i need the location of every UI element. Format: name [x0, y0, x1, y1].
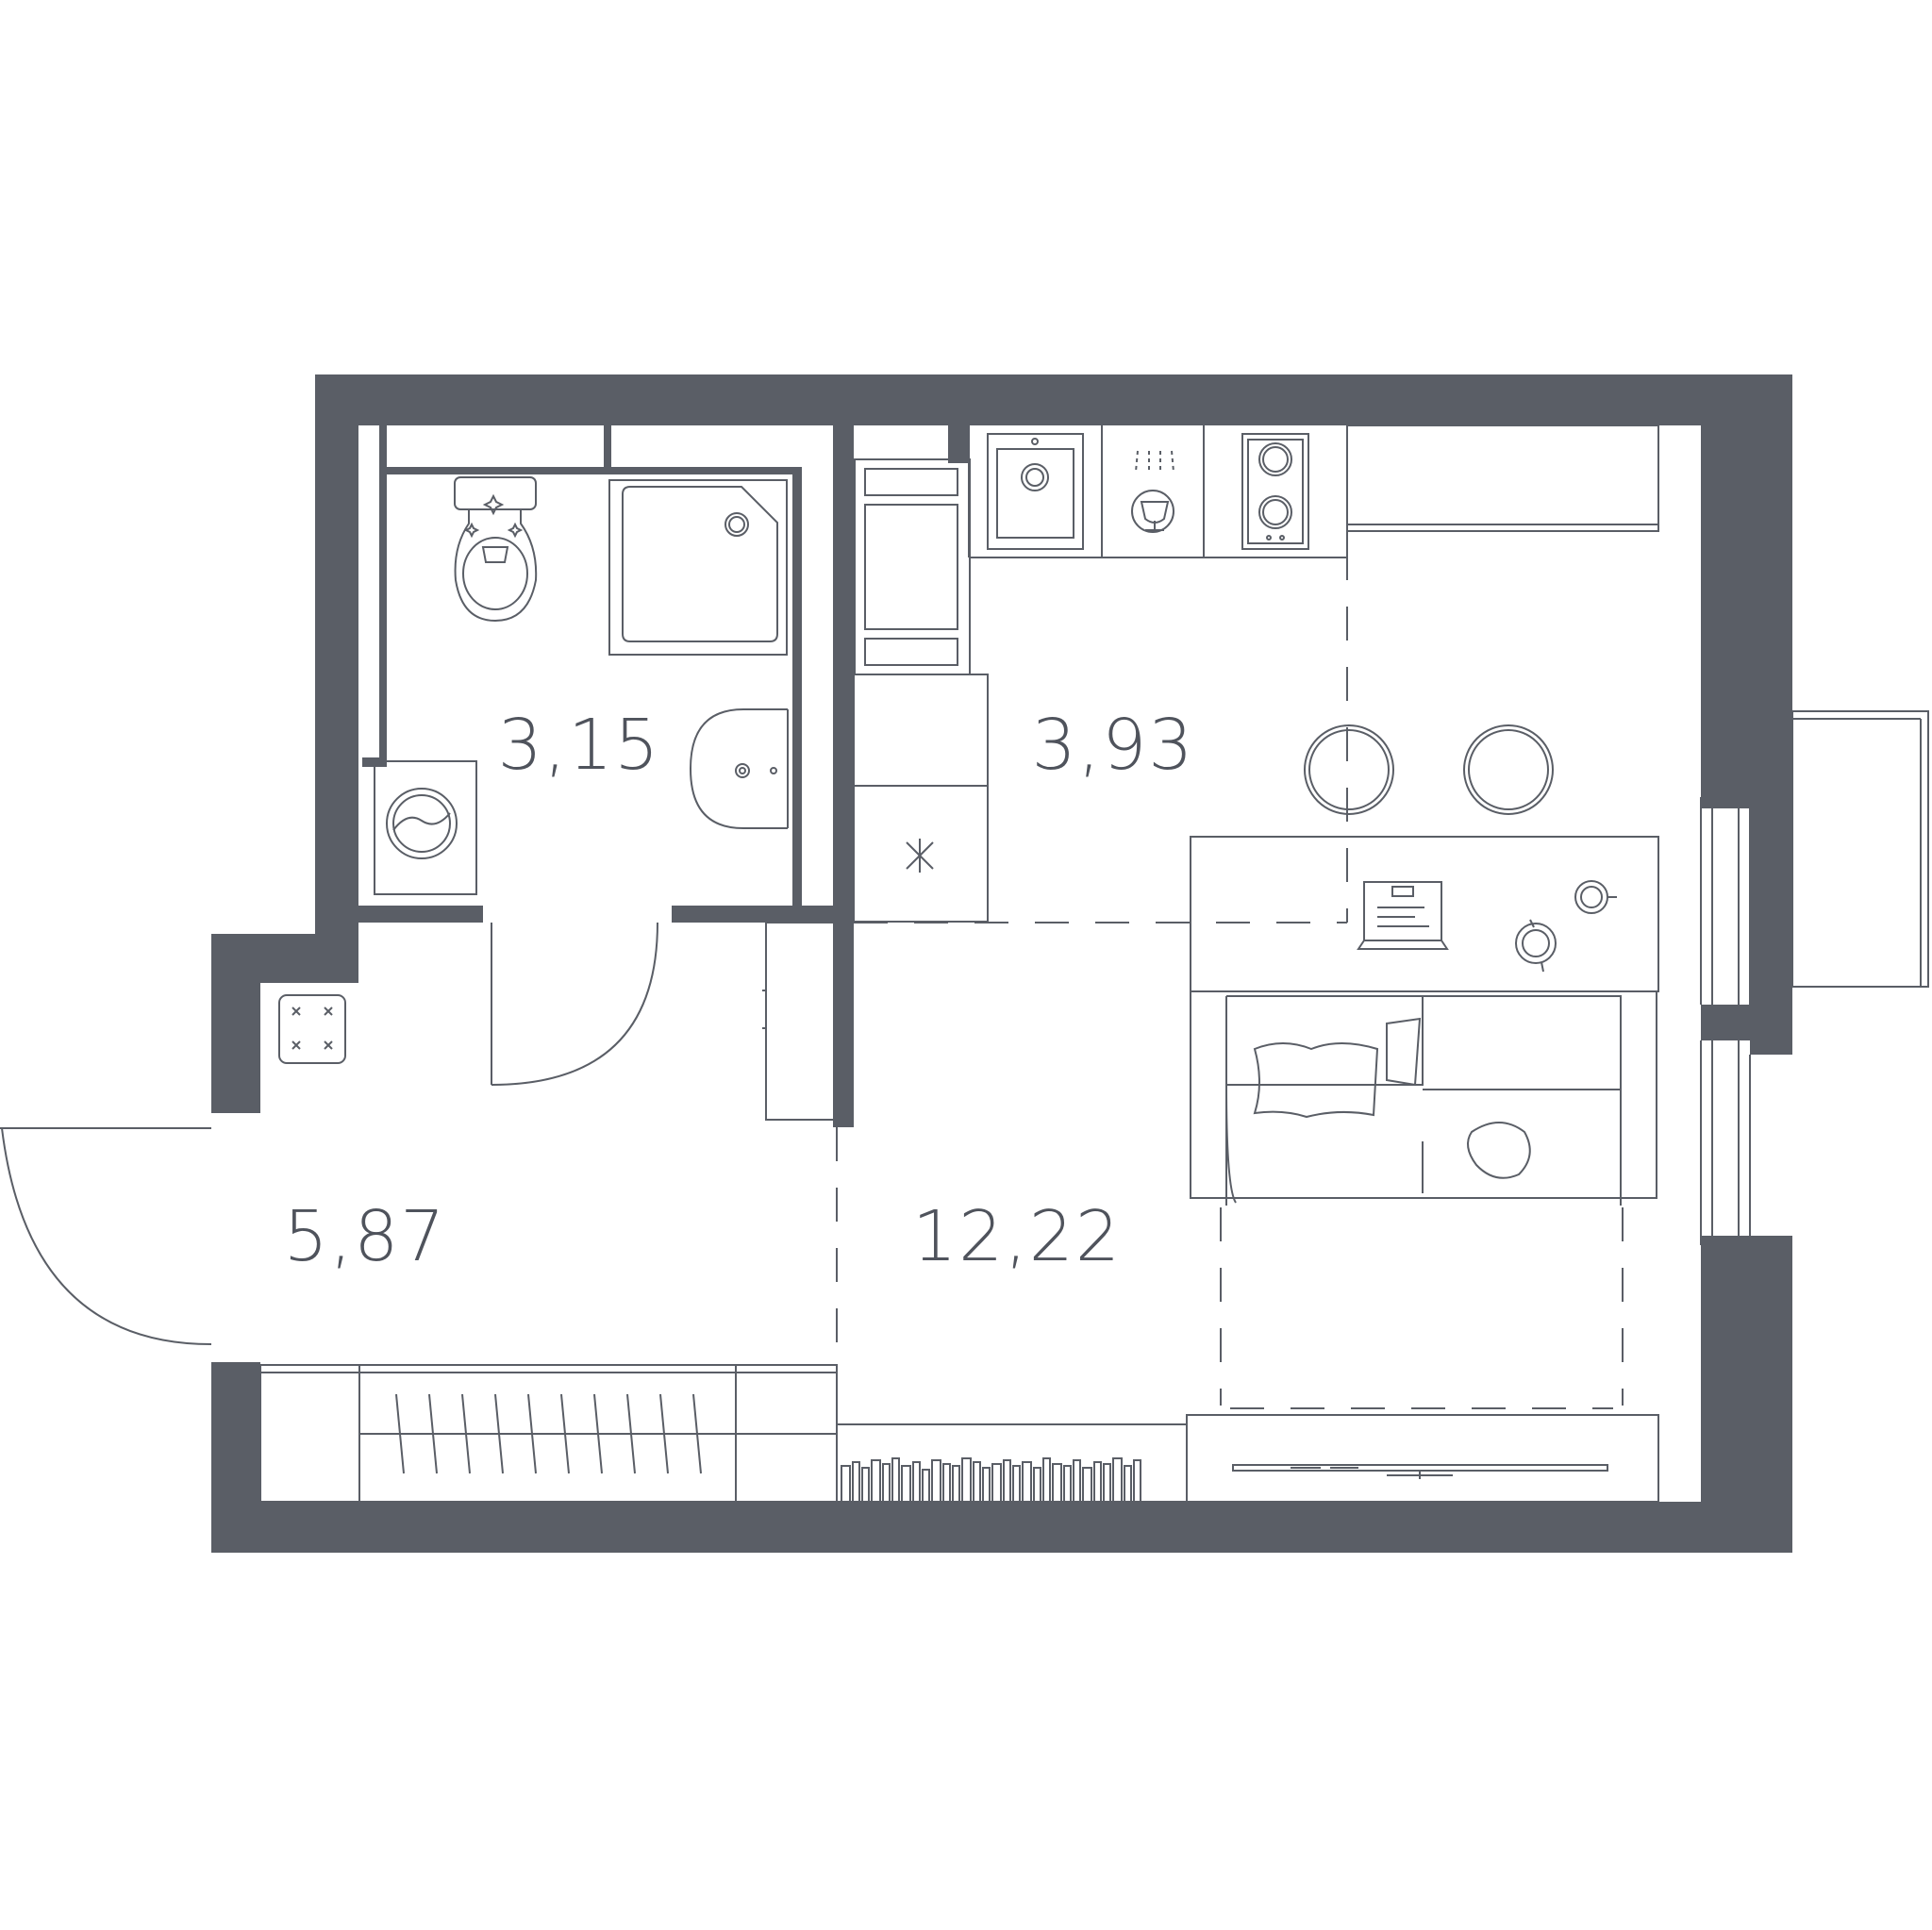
cup-icon [1515, 880, 1617, 973]
book [973, 1461, 981, 1503]
right-wall-mid [1701, 1005, 1750, 1040]
book [1042, 1457, 1051, 1503]
table-icon [1190, 836, 1659, 992]
zone-boundaries [836, 425, 1624, 1434]
hanger [692, 1393, 702, 1474]
bath-inner-wall-left [379, 425, 387, 767]
book [931, 1459, 941, 1503]
shoe-cabinet-icon [278, 994, 346, 1064]
book [1022, 1461, 1032, 1503]
book [1012, 1465, 1021, 1503]
bath-bottom-wall-left [358, 906, 483, 923]
structure-lines [1700, 710, 1929, 1245]
bath-bottom-wall-right [672, 906, 833, 923]
bookshelf-icon [836, 1423, 1188, 1503]
bathroom-area-label: 3,15 [498, 705, 661, 786]
right-wall-jamb-mid [1750, 992, 1792, 1055]
shower-tray-icon [608, 479, 788, 656]
entrance-door-icon [0, 1127, 212, 1345]
book [901, 1465, 911, 1503]
hanger [626, 1393, 636, 1474]
book [891, 1457, 900, 1503]
hanger [593, 1393, 603, 1474]
book [1073, 1459, 1081, 1503]
book [871, 1459, 881, 1503]
bottom-wall [211, 1502, 1792, 1553]
bathroom-door-icon [491, 922, 658, 1086]
book [1124, 1465, 1132, 1503]
sofa-icon [1190, 990, 1657, 1206]
toilet-icon [454, 476, 538, 623]
bath-right-wall [833, 425, 854, 1127]
left-wall-bath [315, 374, 358, 964]
hanger [395, 1393, 405, 1474]
book [982, 1467, 991, 1503]
book [1093, 1461, 1102, 1503]
left-wall-hall-lower [211, 1362, 260, 1553]
right-wall-jamb-top [1750, 808, 1792, 997]
book [1052, 1463, 1062, 1503]
book [991, 1463, 1002, 1503]
living-area-label: 12,22 [912, 1196, 1122, 1277]
book [841, 1465, 851, 1503]
stool-icon [1304, 724, 1554, 815]
book [922, 1469, 930, 1503]
hanger [461, 1393, 471, 1474]
dishwasher-icon [1131, 450, 1174, 533]
hob-icon [1241, 433, 1309, 550]
hanger [494, 1393, 504, 1474]
laptop-icon [1357, 881, 1449, 950]
right-wall-upper [1701, 374, 1792, 808]
book [1082, 1467, 1092, 1503]
hall-area-label: 5,87 [284, 1196, 447, 1277]
book [961, 1457, 972, 1503]
bath-inner-wall-right [792, 467, 802, 906]
book [852, 1461, 860, 1503]
book [912, 1461, 921, 1503]
counter-lines [853, 424, 1659, 923]
wardrobe-icon [259, 1364, 838, 1503]
book [1112, 1457, 1123, 1503]
hanger [428, 1393, 438, 1474]
top-wall [315, 374, 1792, 425]
book [1063, 1465, 1072, 1503]
book [861, 1467, 870, 1503]
kitchen-area-label: 3,93 [1032, 705, 1195, 786]
kitchen-sink-icon [987, 433, 1084, 550]
left-wall-hall-upper [211, 934, 260, 1113]
washing-machine-icon [374, 760, 477, 895]
book [1133, 1459, 1141, 1503]
walls [211, 374, 1792, 1553]
book [882, 1463, 891, 1503]
hanger [560, 1393, 570, 1474]
washbasin-icon [689, 708, 789, 829]
window-frames [1700, 797, 1751, 1245]
boiler-icon [906, 839, 934, 873]
kitchen-wall-stub [948, 425, 969, 463]
book [942, 1463, 951, 1503]
hanger [659, 1393, 669, 1474]
tv-icon [1186, 1414, 1659, 1503]
right-wall-lower [1701, 1236, 1792, 1553]
refrigerator-icon [854, 458, 971, 675]
book [952, 1465, 960, 1503]
bath-inner-wall-top [387, 467, 802, 474]
hall-cabinet-icon [762, 922, 835, 1121]
book [1033, 1467, 1041, 1503]
book [1003, 1459, 1011, 1503]
hanger [527, 1393, 537, 1474]
balcony-icon [1791, 710, 1929, 988]
book [1103, 1463, 1111, 1503]
bath-inner-wall-mid [604, 425, 611, 467]
